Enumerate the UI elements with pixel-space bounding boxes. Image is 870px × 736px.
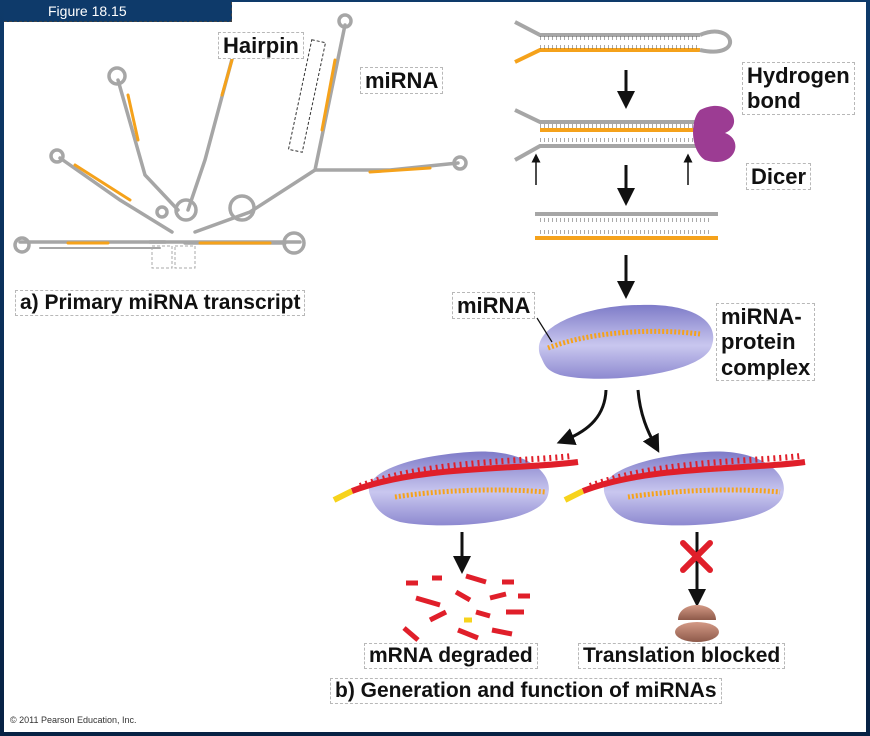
arrow-split-right: [636, 389, 660, 453]
label-dicer: Dicer: [746, 163, 812, 191]
caption-a: a) Primary miRNA transcript: [15, 290, 306, 317]
copyright: © 2011 Pearson Education, Inc.: [10, 715, 137, 725]
mirna-protein-complex: [536, 304, 714, 379]
junction-marker: [151, 245, 173, 269]
mirna-duplex: [535, 212, 718, 240]
complex-mrna-right: [563, 451, 806, 526]
figure-label: Figure 18.15: [4, 2, 232, 22]
mrna-fragments: [402, 573, 530, 642]
dicer-enzyme: [693, 105, 736, 163]
label-mirna-top: miRNA: [360, 67, 444, 95]
label-mrna-degraded: mRNA degraded: [364, 643, 538, 670]
label-hairpin: Hairpin: [218, 32, 304, 60]
hairpin-duplex: [514, 20, 732, 64]
junction-marker: [174, 245, 196, 269]
arrow-split-left: [556, 389, 608, 446]
label-mirna-mid: miRNA: [452, 292, 536, 320]
block-x-icon: [680, 540, 713, 573]
label-complex: miRNA- protein complex: [716, 303, 816, 381]
label-translation-blocked: Translation blocked: [578, 643, 786, 670]
label-hydrogen-bond: Hydrogen bond: [742, 62, 855, 115]
hairpin-highlight: [287, 39, 327, 153]
complex-mrna-left: [332, 451, 579, 526]
primary-transcript: [13, 13, 468, 255]
caption-b: b) Generation and function of miRNAs: [330, 678, 722, 705]
dicer-duplex: [514, 105, 736, 185]
ribosome-icon: [675, 605, 719, 642]
